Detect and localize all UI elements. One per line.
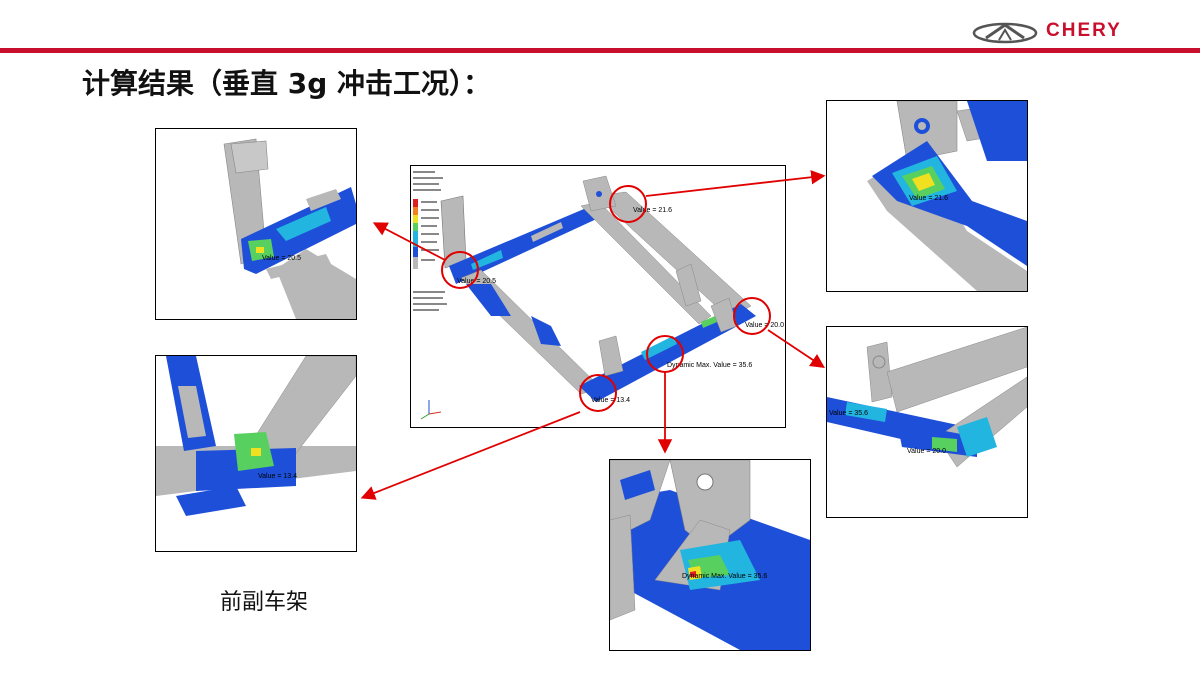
chery-emblem-icon <box>972 22 1038 44</box>
zoom-label-bottom-left: Value = 13.4 <box>258 473 297 480</box>
zoom-label-mid-right-a: Value = 35.6 <box>829 410 868 417</box>
stress-legend <box>413 171 447 311</box>
main-label-35-6: Dynamic Max. Value = 35.6 <box>667 362 752 369</box>
zoom-label-top-right: Value = 21.6 <box>909 195 948 202</box>
main-label-13-4: Value = 13.4 <box>591 397 630 404</box>
brand-logo: CHERY <box>972 18 1172 48</box>
zoom-panel-top-right: Value = 21.6 <box>826 100 1028 292</box>
main-label-20-0: Value = 20.0 <box>745 322 784 329</box>
main-label-21-6: Value = 21.6 <box>633 207 672 214</box>
subframe-model <box>440 175 756 402</box>
zoom-label-bottom-center: Dynamic Max. Value = 35.6 <box>682 573 767 580</box>
main-model-view: Value = 21.6 Value = 20.5 Value = 20.0 D… <box>410 165 786 428</box>
zoom-label-top-left: Value = 20.5 <box>262 255 301 262</box>
zoom-panel-mid-right: Value = 35.6 Value = 20.0 <box>826 326 1028 518</box>
axis-triad-icon <box>420 400 442 420</box>
zoom-panel-bottom-center: Dynamic Max. Value = 35.6 <box>609 459 811 651</box>
page-title: 计算结果（垂直 3g 冲击工况）： <box>82 67 492 100</box>
zoom-panel-top-left: Value = 20.5 <box>155 128 357 320</box>
subframe-caption: 前副车架 <box>220 590 309 615</box>
zoom-label-mid-right-b: Value = 20.0 <box>907 448 946 455</box>
header-red-rule <box>0 48 1200 53</box>
main-label-20-5: Value = 20.5 <box>457 278 496 285</box>
brand-name: CHERY <box>1046 20 1122 41</box>
zoom-panel-bottom-left: Value = 13.4 <box>155 355 357 552</box>
